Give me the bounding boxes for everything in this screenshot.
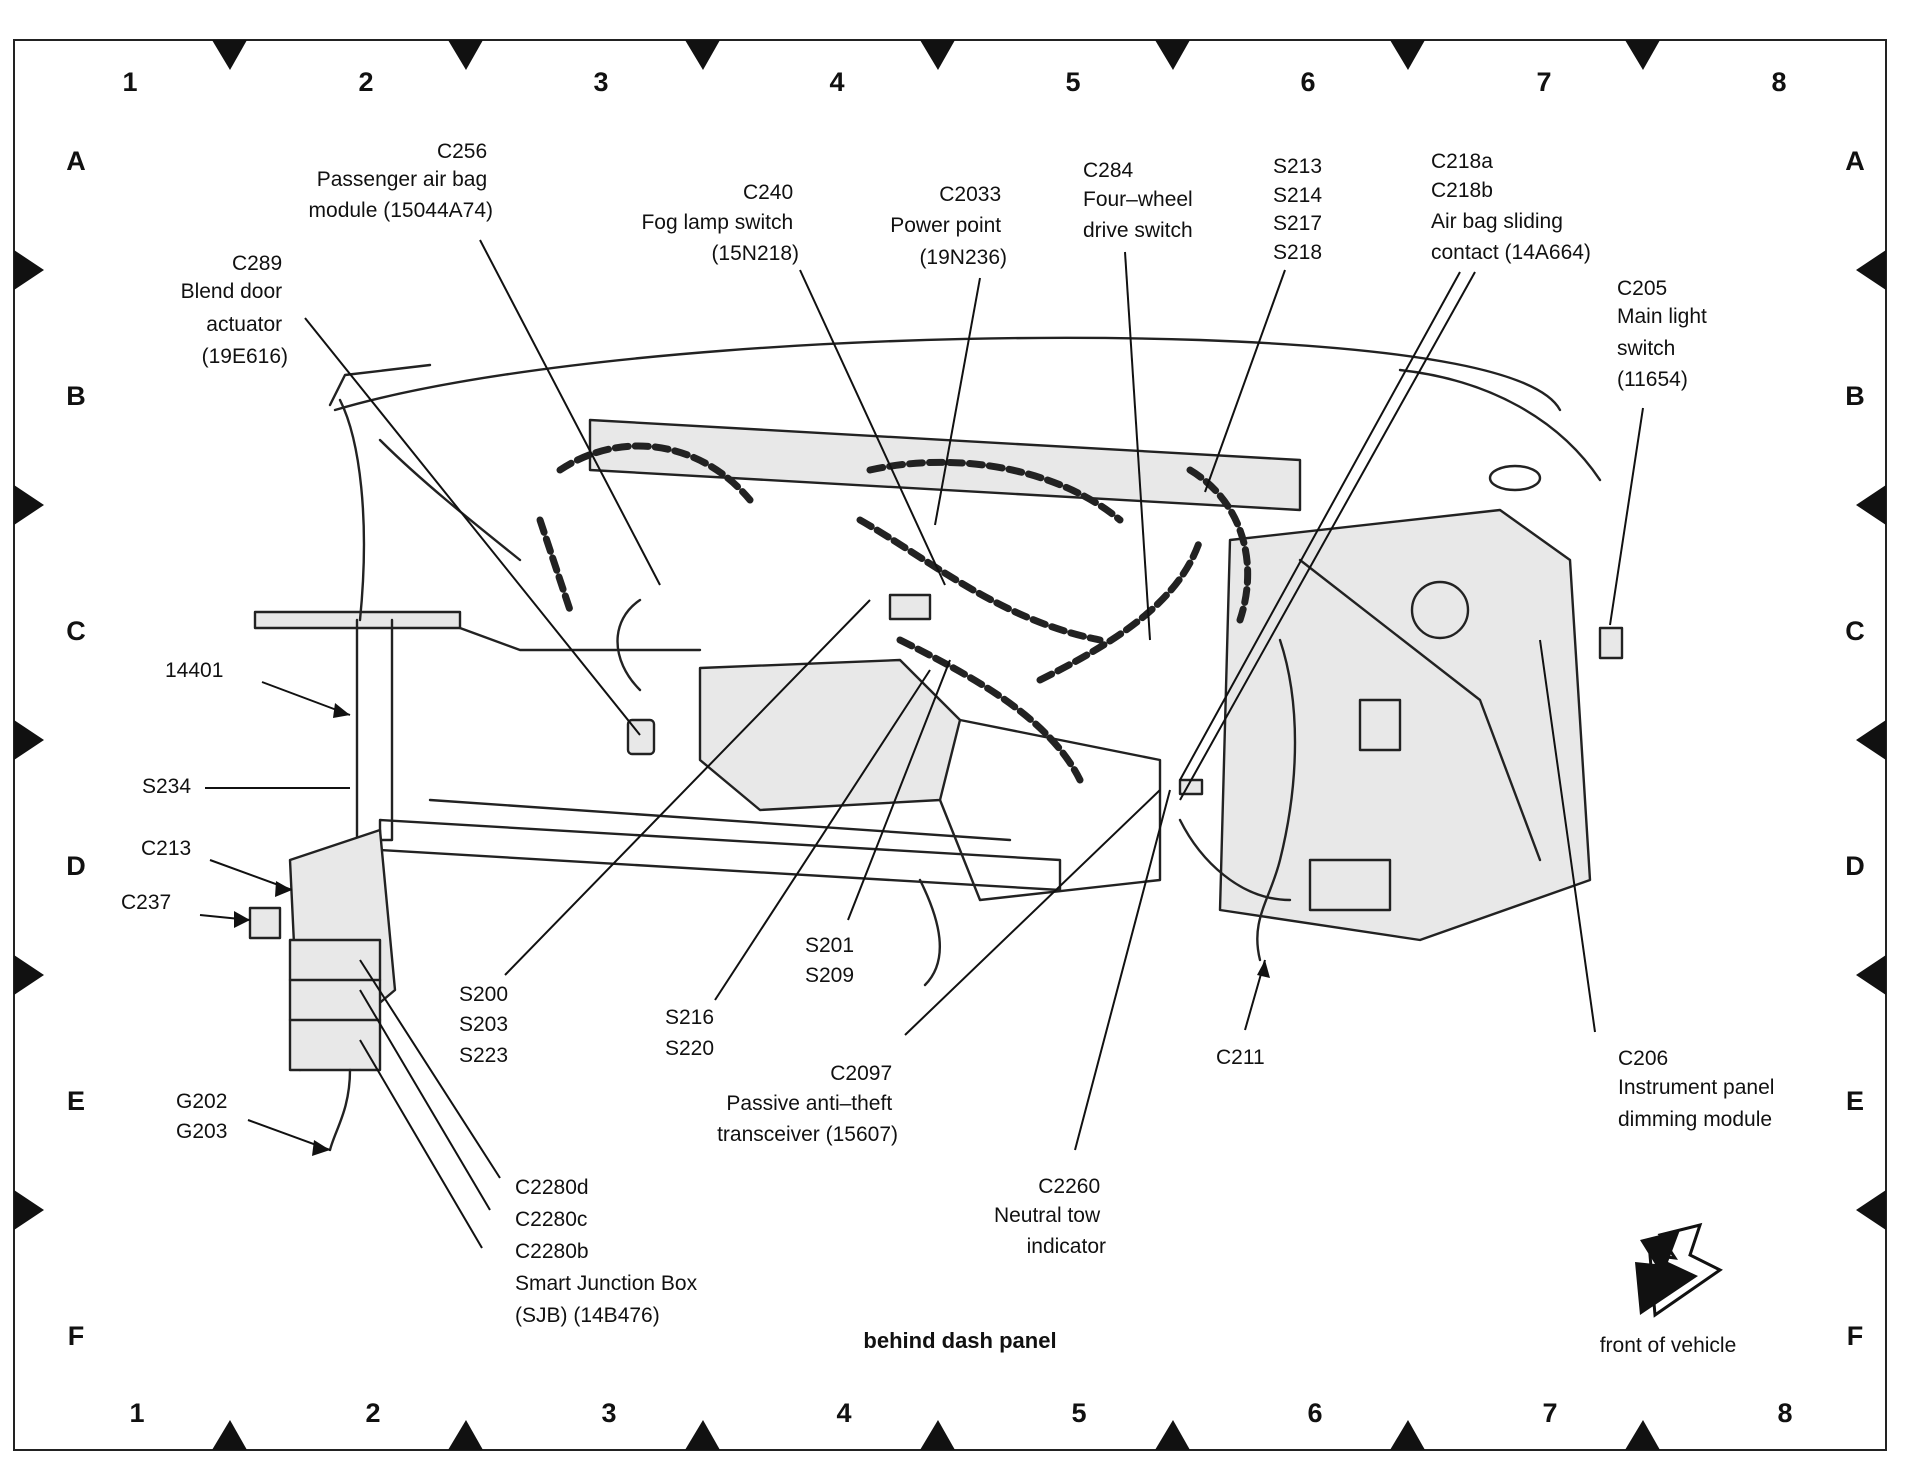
callout-c218: C218a C218b Air bag sliding contact (14A… bbox=[1431, 150, 1591, 264]
callout-c289: C289 Blend door actuator (19E616) bbox=[181, 252, 288, 368]
grid-col-3: 3 bbox=[593, 67, 608, 97]
grid-column-labels-bottom: 1 2 3 4 5 6 7 8 bbox=[129, 1398, 1792, 1428]
grid-row-a: A bbox=[66, 146, 86, 176]
front-of-vehicle-label: front of vehicle bbox=[1600, 1334, 1737, 1357]
grid-col-1: 1 bbox=[122, 67, 137, 97]
dash-panel-artwork bbox=[248, 336, 1624, 1152]
grid-col-6: 6 bbox=[1307, 1398, 1322, 1428]
callout-c2260: C2260 Neutral tow indicator bbox=[994, 1175, 1106, 1258]
callout-s201-s209: S201 S209 bbox=[805, 934, 860, 987]
grid-col-7: 7 bbox=[1542, 1398, 1557, 1428]
grid-col-4: 4 bbox=[836, 1398, 851, 1428]
callout-c213: C213 bbox=[141, 837, 191, 860]
callout-c211: C211 bbox=[1216, 1046, 1265, 1069]
grid-row-e: E bbox=[1846, 1086, 1864, 1116]
grid-col-4: 4 bbox=[829, 67, 844, 97]
callout-c2280-sjb: C2280d C2280c C2280b Smart Junction Box … bbox=[515, 1176, 703, 1327]
grid-row-f: F bbox=[1847, 1321, 1864, 1351]
grid-col-5: 5 bbox=[1065, 67, 1080, 97]
callout-14401: 14401 bbox=[165, 659, 223, 682]
leader-lines bbox=[199, 239, 1644, 1249]
zone-markers bbox=[14, 40, 1886, 1450]
grid-col-6: 6 bbox=[1300, 67, 1315, 97]
callout-c284: C284 Four–wheel drive switch bbox=[1083, 159, 1199, 242]
diagram-caption: behind dash panel bbox=[863, 1328, 1056, 1353]
callout-s213-s218: S213 S214 S217 S218 bbox=[1273, 155, 1328, 264]
grid-col-7: 7 bbox=[1536, 67, 1551, 97]
grid-col-8: 8 bbox=[1777, 1398, 1792, 1428]
grid-row-a: A bbox=[1845, 146, 1865, 176]
grid-row-d: D bbox=[66, 851, 86, 881]
grid-col-1: 1 bbox=[129, 1398, 144, 1428]
callout-s216-s220: S216 S220 bbox=[665, 1006, 720, 1060]
callout-c256: C256 Passenger air bag module (15044A74) bbox=[309, 140, 493, 222]
callout-s234: S234 bbox=[142, 775, 191, 798]
grid-row-e: E bbox=[67, 1086, 85, 1116]
callout-c206: C206 Instrument panel dimming module bbox=[1618, 1047, 1780, 1131]
grid-row-f: F bbox=[68, 1321, 85, 1351]
grid-row-c: C bbox=[66, 616, 86, 646]
grid-col-3: 3 bbox=[601, 1398, 616, 1428]
grid-row-c: C bbox=[1845, 616, 1865, 646]
callout-s200-s223: S200 S203 S223 bbox=[459, 983, 514, 1067]
grid-row-d: D bbox=[1845, 851, 1865, 881]
grid-row-labels-right: A B C D E F bbox=[1845, 146, 1865, 1351]
grid-col-8: 8 bbox=[1771, 67, 1786, 97]
grid-row-labels-left: A B C D E F bbox=[66, 146, 86, 1351]
callout-c205: C205 Main light switch (11654) bbox=[1617, 277, 1713, 391]
front-direction-arrow-icon bbox=[1635, 1222, 1723, 1318]
callout-g202-g203: G202 G203 bbox=[176, 1090, 233, 1143]
grid-col-2: 2 bbox=[358, 67, 373, 97]
callout-c2097: C2097 Passive anti–theft transceiver (15… bbox=[717, 1062, 898, 1146]
grid-col-5: 5 bbox=[1071, 1398, 1086, 1428]
grid-row-b: B bbox=[1845, 381, 1865, 411]
callout-c240: C240 Fog lamp switch (15N218) bbox=[641, 181, 799, 265]
grid-column-labels-top: 1 2 3 4 5 6 7 8 bbox=[122, 67, 1786, 97]
callout-labels: C256 Passenger air bag module (15044A74)… bbox=[121, 140, 1780, 1327]
grid-col-2: 2 bbox=[365, 1398, 380, 1428]
callout-c2033: C2033 Power point (19N236) bbox=[890, 183, 1007, 269]
grid-row-b: B bbox=[66, 381, 86, 411]
callout-c237: C237 bbox=[121, 891, 171, 914]
